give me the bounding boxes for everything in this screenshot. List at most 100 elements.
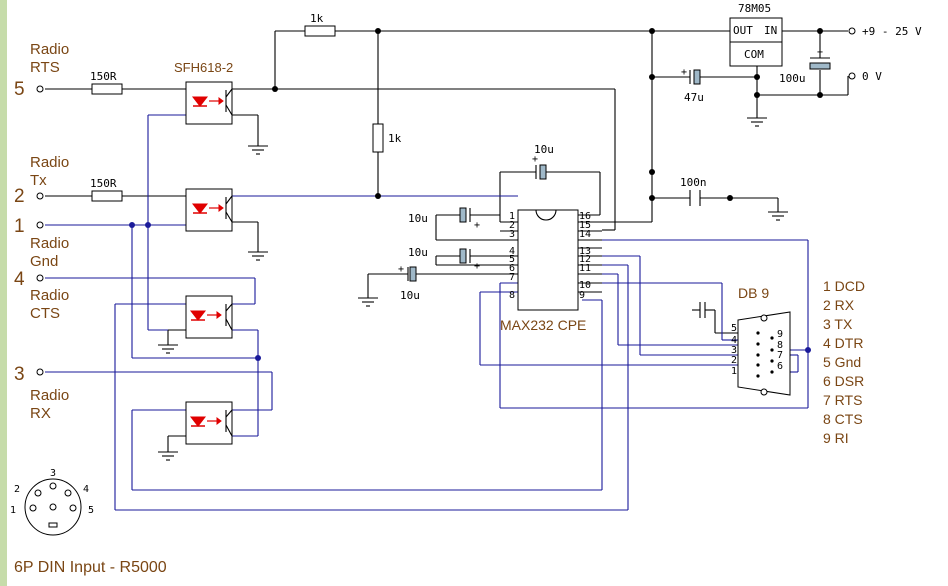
input-rx-pin: 3 (14, 364, 25, 385)
ic-pin-13: 13 (579, 246, 591, 257)
input-cts-label2: CTS (30, 305, 60, 322)
input-rts-pin: 5 (14, 79, 25, 100)
resistors (91, 25, 384, 202)
labels: Radio RTS 5 Radio Tx 2 1 Radio Gnd 4 Rad… (10, 2, 922, 576)
capacitor-47u (689, 69, 701, 85)
db9-connector (737, 311, 791, 396)
terminals (36, 27, 856, 376)
ic-label: MAX232 CPE (500, 317, 586, 333)
input-rx-label2: RX (30, 405, 51, 422)
db9-pin-8: 8 (777, 340, 783, 351)
ic-pin-7: 7 (509, 272, 515, 283)
ic-pin-4: 4 (509, 246, 515, 257)
cap-100n-label: 100n (680, 176, 707, 189)
svg-text:+: + (817, 47, 823, 58)
resistor-rts-label: 150R (90, 70, 117, 83)
cap-47u-label: 47u (684, 91, 704, 104)
db9-pin-6: 6 (777, 361, 783, 372)
regulator-78m05 (729, 17, 783, 67)
din-pin-2: 2 (14, 484, 20, 495)
ic-pin-5: 5 (509, 254, 515, 265)
din-pin-4: 4 (83, 484, 89, 495)
input-rx-label1: Radio (30, 387, 69, 404)
db9-pin-7: 7 (777, 350, 783, 361)
input-gnd-label1: Radio (30, 235, 69, 252)
cap-10u-b-label: 10u (408, 246, 428, 259)
regulator-out-label: OUT (733, 24, 753, 37)
resistor-mid-label: 1k (388, 132, 402, 145)
page-title: 6P DIN Input - R5000 (14, 559, 167, 576)
resistor-150r-rts (91, 83, 123, 95)
regulator-label: 78M05 (738, 2, 771, 15)
legend-item: 3 TX (823, 316, 853, 332)
db9-pin-4: 4 (731, 335, 737, 346)
db9-pin-2: 2 (731, 355, 737, 366)
resistor-1k-mid (372, 123, 384, 153)
svg-text:+: + (681, 67, 687, 78)
legend-item: 2 RX (823, 297, 855, 313)
left-border-stripe (0, 0, 7, 586)
din-pin-1: 1 (10, 505, 16, 516)
svg-text:+: + (532, 154, 538, 165)
junction-dots (129, 28, 823, 361)
signal-wiring (45, 114, 809, 511)
cap-100u-label: 100u (779, 72, 806, 85)
cap-10u-top-label: 10u (534, 143, 554, 156)
ic-pin-6: 6 (509, 263, 515, 274)
ic-pin-10: 10 (579, 280, 591, 291)
optocoupler-tx (185, 188, 233, 232)
db9-label: DB 9 (738, 285, 769, 301)
legend-item: 9 RI (823, 430, 849, 446)
regulator-in-label: IN (764, 24, 777, 37)
capacitors: + + + + + + (398, 47, 831, 318)
resistor-tx-label: 150R (90, 177, 117, 190)
legend-item: 7 RTS (823, 392, 862, 408)
capacitor-10u-c (407, 266, 417, 282)
ic-pin-12: 12 (579, 254, 591, 265)
db9-pin-9: 9 (777, 329, 783, 340)
optocoupler-rx (185, 401, 233, 445)
optocoupler-cts (185, 295, 233, 339)
cap-10u-a-label: 10u (408, 212, 428, 225)
optocouplers (185, 81, 233, 445)
din-pin-5: 5 (88, 505, 94, 516)
ic-pin-1: 1 (509, 211, 515, 222)
db9-pin-5: 5 (731, 323, 737, 334)
capacitor-10u-b (459, 248, 471, 264)
regulator-com-label: COM (744, 48, 764, 61)
input-gnd-pin: 1 (14, 216, 25, 237)
capacitor-100u (809, 57, 831, 70)
din-connector-icon (24, 478, 82, 536)
power-wiring (45, 30, 849, 452)
ic-pin-11: 11 (579, 263, 591, 274)
capacitor-10u-a (459, 207, 471, 223)
capacitor-db9-ground (692, 302, 706, 318)
optocoupler-rts (185, 81, 233, 125)
ground-symbols (158, 117, 788, 461)
input-rts-label2: RTS (30, 59, 60, 76)
input-tx-label1: Radio (30, 154, 69, 171)
capacitor-10u-top (535, 164, 547, 180)
cap-10u-c-label: 10u (400, 289, 420, 302)
legend-item: 6 DSR (823, 373, 864, 389)
supply-positive-label: +9 - 25 V (862, 25, 922, 38)
ic-pin-14: 14 (579, 229, 591, 240)
svg-text:+: + (398, 264, 404, 275)
db9-pin-1: 1 (731, 366, 737, 377)
resistor-150r-tx (91, 190, 123, 202)
legend-item: 4 DTR (823, 335, 863, 351)
input-cts-pin: 4 (14, 269, 25, 290)
input-tx-label2: Tx (30, 172, 47, 189)
legend-item: 1 DCD (823, 278, 865, 294)
max232-chip (500, 209, 602, 311)
ic-pin-8: 8 (509, 290, 515, 301)
supply-ground-label: 0 V (862, 70, 882, 83)
svg-text:+: + (474, 220, 480, 231)
capacitor-100n (689, 190, 701, 206)
db9-pin-3: 3 (731, 345, 737, 356)
input-tx-pin: 2 (14, 186, 25, 207)
legend-item: 8 CTS (823, 411, 863, 427)
ic-pin-9: 9 (579, 290, 585, 301)
input-rts-label1: Radio (30, 41, 69, 58)
